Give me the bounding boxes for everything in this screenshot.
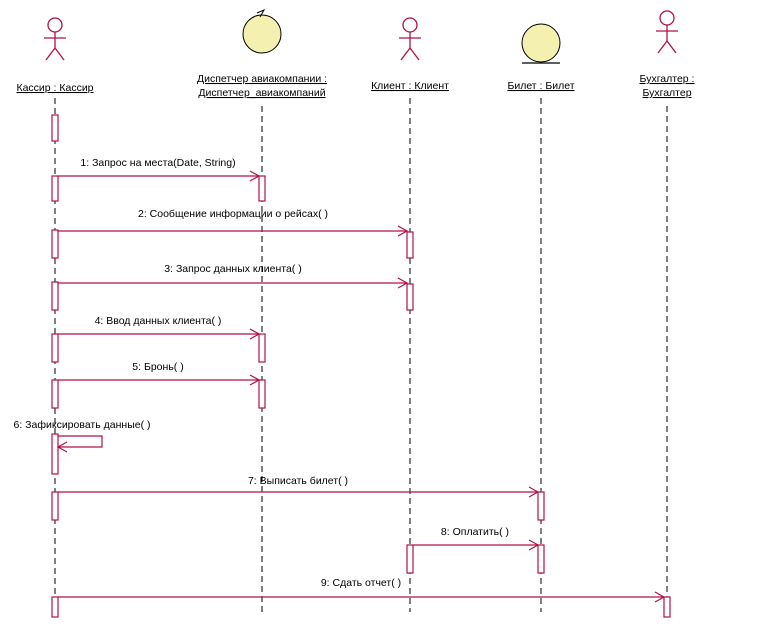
activation-bar (51, 229, 59, 259)
message-8 (413, 539, 540, 551)
message-7 (58, 486, 540, 498)
message-label: 2: Сообщение информации о рейсах( ) (138, 208, 328, 220)
activation-bar (51, 175, 59, 202)
message-label: 1: Запрос на места(Date, String) (80, 157, 235, 169)
message-label: 3: Запрос данных клиента( ) (164, 263, 301, 275)
participant-label: Диспетчер_авиакомпаний (198, 87, 325, 99)
message-label: 6: Зафиксировать данные( ) (14, 419, 151, 431)
activation-bars (51, 114, 671, 618)
activation-bar (258, 379, 266, 409)
message-1 (58, 170, 261, 182)
participant-label: Билет : Билет (507, 80, 574, 92)
activation-bar (51, 114, 59, 142)
activation-bar (51, 333, 59, 363)
participant-label: Кассир : Кассир (16, 82, 93, 94)
message-9 (58, 591, 666, 603)
activation-bar (406, 231, 414, 259)
message-6 (56, 435, 103, 453)
activation-bar (258, 333, 266, 363)
message-label: 7: Выписать билет( ) (248, 475, 348, 487)
participant-accountant: Бухгалтер : Бухгалтер (640, 10, 695, 99)
activation-bar (51, 491, 59, 521)
actor-icon (656, 10, 678, 54)
activation-bar (51, 433, 59, 475)
activation-bar (51, 379, 59, 409)
participant-label: Бухгалтер : (640, 73, 695, 85)
participant-cashier: Кассир : Кассир (16, 17, 94, 94)
activation-bar (537, 544, 545, 574)
participant-label: Бухгалтер (642, 87, 691, 99)
message-2 (58, 225, 409, 237)
message-label: 5: Бронь( ) (132, 361, 183, 373)
actor-icon (399, 17, 421, 61)
messages (56, 170, 666, 603)
activation-bar (51, 281, 59, 311)
participant-client: Клиент : Клиент (371, 17, 449, 92)
participant-label: Клиент : Клиент (371, 80, 449, 92)
message-5 (58, 374, 261, 386)
activation-bar (258, 175, 266, 202)
message-4 (58, 328, 261, 340)
participant-dispatcher: Диспетчер авиакомпании : Диспетчер_авиак… (197, 8, 327, 99)
activation-bar (51, 596, 59, 618)
message-label: 9: Сдать отчет( ) (321, 577, 401, 589)
activation-bar (406, 544, 414, 574)
actor-icon (44, 17, 66, 61)
activation-bar (406, 283, 414, 311)
entity-icon (521, 23, 561, 64)
participant-label: Диспетчер авиакомпании : (197, 73, 327, 85)
control-icon (242, 8, 282, 54)
message-3 (58, 277, 409, 289)
participant-ticket: Билет : Билет (507, 23, 575, 92)
activation-bar (537, 491, 545, 521)
message-label: 8: Оплатить( ) (441, 526, 509, 538)
message-label: 4: Ввод данных клиента( ) (95, 315, 222, 327)
activation-bar (663, 596, 671, 618)
